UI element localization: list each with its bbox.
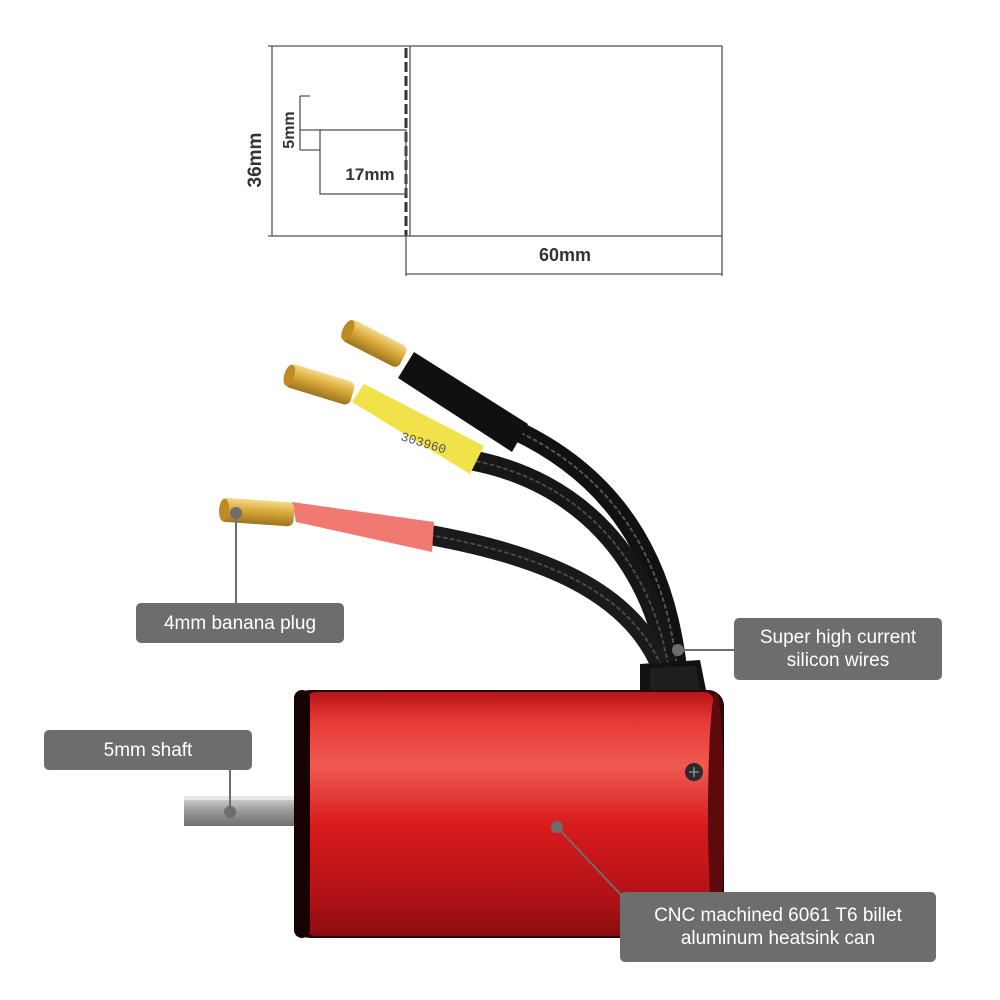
dim-shaft-length-label: 17mm — [345, 165, 394, 184]
callout-banana-plug-line-1: 4mm banana plug — [163, 612, 317, 634]
dim-shaft-diameter-label: 5mm — [281, 111, 298, 148]
banana-plug-middle — [283, 364, 355, 405]
red-heatshrink — [292, 502, 434, 552]
wires — [420, 420, 686, 678]
banana-plug-bottom — [219, 497, 295, 527]
banana-plug-top — [341, 319, 407, 367]
callout-shaft: 5mm shaft — [44, 730, 252, 770]
callout-heatsink-can-line-2: aluminum heatsink can — [680, 928, 876, 949]
motor-shaft — [184, 796, 296, 826]
motor-outline-body — [409, 45, 723, 237]
shaft-outline — [319, 129, 407, 195]
black-heatshrink — [398, 352, 528, 452]
callout-silicon-wires-line-1: Super high current — [759, 627, 917, 648]
dim-height-label: 36mm — [245, 133, 266, 188]
callout-pointers — [224, 507, 735, 899]
callout-heatsink-can: CNC machined 6061 T6 billet aluminum hea… — [620, 892, 936, 962]
callout-silicon-wires-line-2: silicon wires — [786, 650, 890, 671]
callout-shaft-line-1: 5mm shaft — [103, 739, 193, 761]
callout-banana-plug: 4mm banana plug — [136, 603, 344, 643]
dimension-drawing — [268, 45, 723, 276]
callout-heatsink-can-line-1: CNC machined 6061 T6 billet — [654, 905, 902, 926]
dim-body-length-label: 60mm — [539, 245, 591, 265]
heatsink-can — [294, 690, 724, 938]
callout-silicon-wires: Super high current silicon wires — [734, 618, 942, 680]
